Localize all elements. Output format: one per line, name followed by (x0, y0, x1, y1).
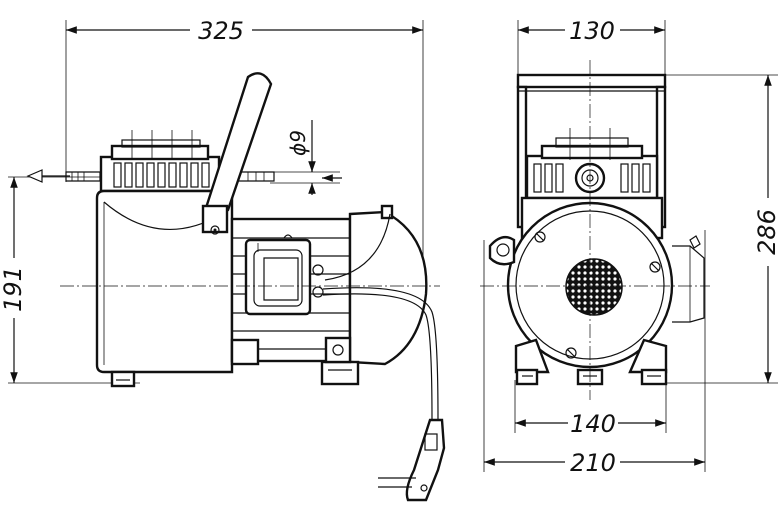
pump-head (99, 130, 221, 193)
dimension-overall-height-label: 286 (753, 209, 780, 255)
dimension-nozzle-diameter: ϕ9 (270, 120, 342, 195)
side-view: 325 191 ϕ9 (0, 17, 446, 502)
dimension-overall-length-label: 325 (198, 17, 244, 45)
dimension-overall-height: 286 (753, 75, 780, 383)
front-pump-head (525, 128, 659, 200)
dimension-foot-spacing-label: 140 (570, 410, 616, 438)
dimension-overall-width: 130 (518, 17, 665, 45)
power-plug (378, 418, 446, 502)
dimension-foot-spacing: 140 (515, 410, 666, 438)
dimension-overall-width-label: 130 (569, 17, 615, 45)
dimension-height-label: 191 (0, 266, 27, 312)
dimension-total-width-label: 210 (570, 449, 616, 477)
dimension-total-width: 210 (484, 449, 705, 477)
outlet-nozzle (237, 171, 275, 182)
carry-handle (201, 72, 273, 235)
cooling-fins (113, 162, 210, 188)
front-view: 130 286 140 210 (480, 17, 780, 477)
pump-housing (95, 189, 234, 374)
dimension-overall-length: 325 (66, 17, 423, 45)
dimension-nozzle-diameter-label: ϕ9 (286, 130, 310, 156)
power-cable (322, 287, 439, 421)
front-cooling-fins (533, 163, 651, 193)
dimension-height: 191 (0, 177, 27, 383)
terminal-box (244, 234, 324, 316)
vent-grille (565, 258, 623, 316)
inlet-nozzle (26, 169, 101, 183)
pump-feet (110, 336, 360, 388)
